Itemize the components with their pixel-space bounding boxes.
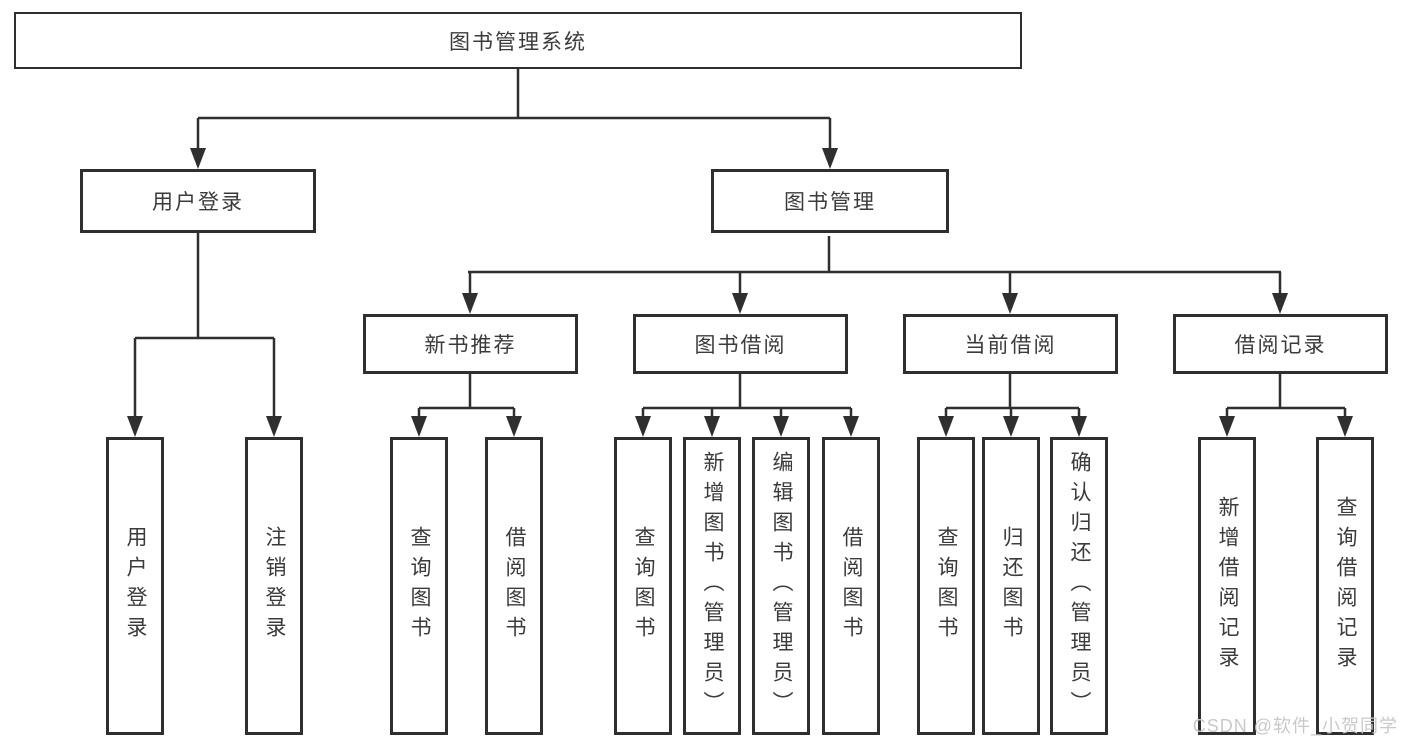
leaf-add-borrow-record: 新增借阅记录 [1198,437,1256,735]
leaf-query-book-2-label: 查询图书 [632,526,655,646]
leaf-query-book-1-label: 查询图书 [408,526,431,646]
leaf-query-borrow-record-label: 查询借阅记录 [1334,496,1357,676]
leaf-logout: 注销登录 [245,437,303,735]
leaf-borrow-book-1: 借阅图书 [485,437,543,735]
node-user-login: 用户登录 [80,169,316,233]
node-borrow-record: 借阅记录 [1173,314,1388,374]
leaf-query-book-1: 查询图书 [390,437,448,735]
leaf-edit-book-admin-label: 编辑图书（管理员） [770,451,793,721]
leaf-query-book-3: 查询图书 [917,437,975,735]
leaf-user-login: 用户登录 [106,437,164,735]
node-borrow-record-label: 借阅记录 [1234,334,1327,357]
leaf-return-book: 归还图书 [982,437,1040,735]
leaf-add-book-admin: 新增图书（管理员） [683,437,741,735]
node-book-management: 图书管理 [711,169,949,233]
leaf-add-borrow-record-label: 新增借阅记录 [1216,496,1239,676]
leaf-borrow-book-1-label: 借阅图书 [503,526,526,646]
arrowhead-icons [127,148,1353,437]
node-user-login-label: 用户登录 [152,191,244,214]
node-new-book-recommend-label: 新书推荐 [424,334,517,357]
leaf-borrow-book-2-label: 借阅图书 [840,526,863,646]
leaf-query-borrow-record: 查询借阅记录 [1316,437,1374,735]
node-book-borrow: 图书借阅 [633,314,848,374]
csdn-watermark: CSDN @软件_小贺同学 [1192,716,1398,736]
node-new-book-recommend: 新书推荐 [363,314,578,374]
node-current-borrow-label: 当前借阅 [964,334,1057,357]
leaf-add-book-admin-label: 新增图书（管理员） [701,451,724,721]
node-root: 图书管理系统 [14,12,1022,69]
leaf-query-book-3-label: 查询图书 [935,526,958,646]
node-root-label: 图书管理系统 [449,30,587,54]
leaf-edit-book-admin: 编辑图书（管理员） [752,437,810,735]
node-book-borrow-label: 图书借阅 [694,334,787,357]
leaf-query-book-2: 查询图书 [614,437,672,735]
leaf-return-book-label: 归还图书 [1000,526,1023,646]
leaf-user-login-label: 用户登录 [124,526,147,646]
leaf-logout-label: 注销登录 [263,526,286,646]
node-book-management-label: 图书管理 [784,191,876,214]
leaf-borrow-book-2: 借阅图书 [822,437,880,735]
node-current-borrow: 当前借阅 [903,314,1118,374]
leaf-confirm-return-admin-label: 确认归还（管理员） [1068,451,1091,721]
leaf-confirm-return-admin: 确认归还（管理员） [1050,437,1108,735]
